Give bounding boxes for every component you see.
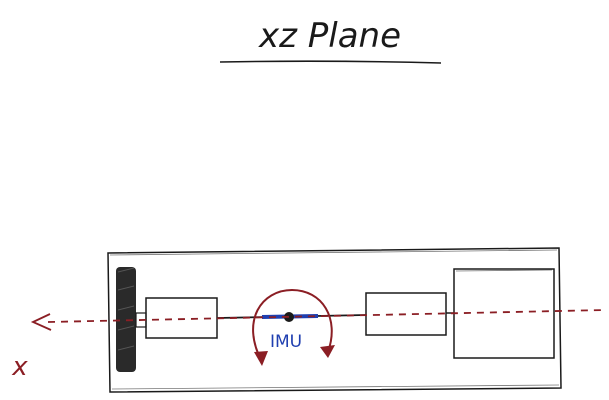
device-body-sketch-line-top — [109, 249, 558, 256]
device-body-outline — [107, 247, 562, 393]
x-axis-arrowhead — [30, 313, 52, 331]
diagram-title: xz Plane — [258, 16, 401, 56]
wheel-texture — [117, 267, 135, 351]
x-axis-dashed-line — [47, 309, 606, 323]
rotation-arrowhead-right — [320, 345, 335, 358]
right-component-box — [365, 292, 447, 336]
device-body-sketch-line-bottom — [111, 384, 560, 390]
imu-pivot-dot — [284, 312, 294, 322]
title-underline — [219, 60, 442, 64]
imu-label: IMU — [270, 332, 302, 352]
rotation-arc — [252, 288, 333, 363]
rotation-arrowhead-left — [254, 351, 268, 366]
large-box-sketch-line — [455, 269, 553, 272]
x-axis-label: x — [11, 352, 28, 382]
